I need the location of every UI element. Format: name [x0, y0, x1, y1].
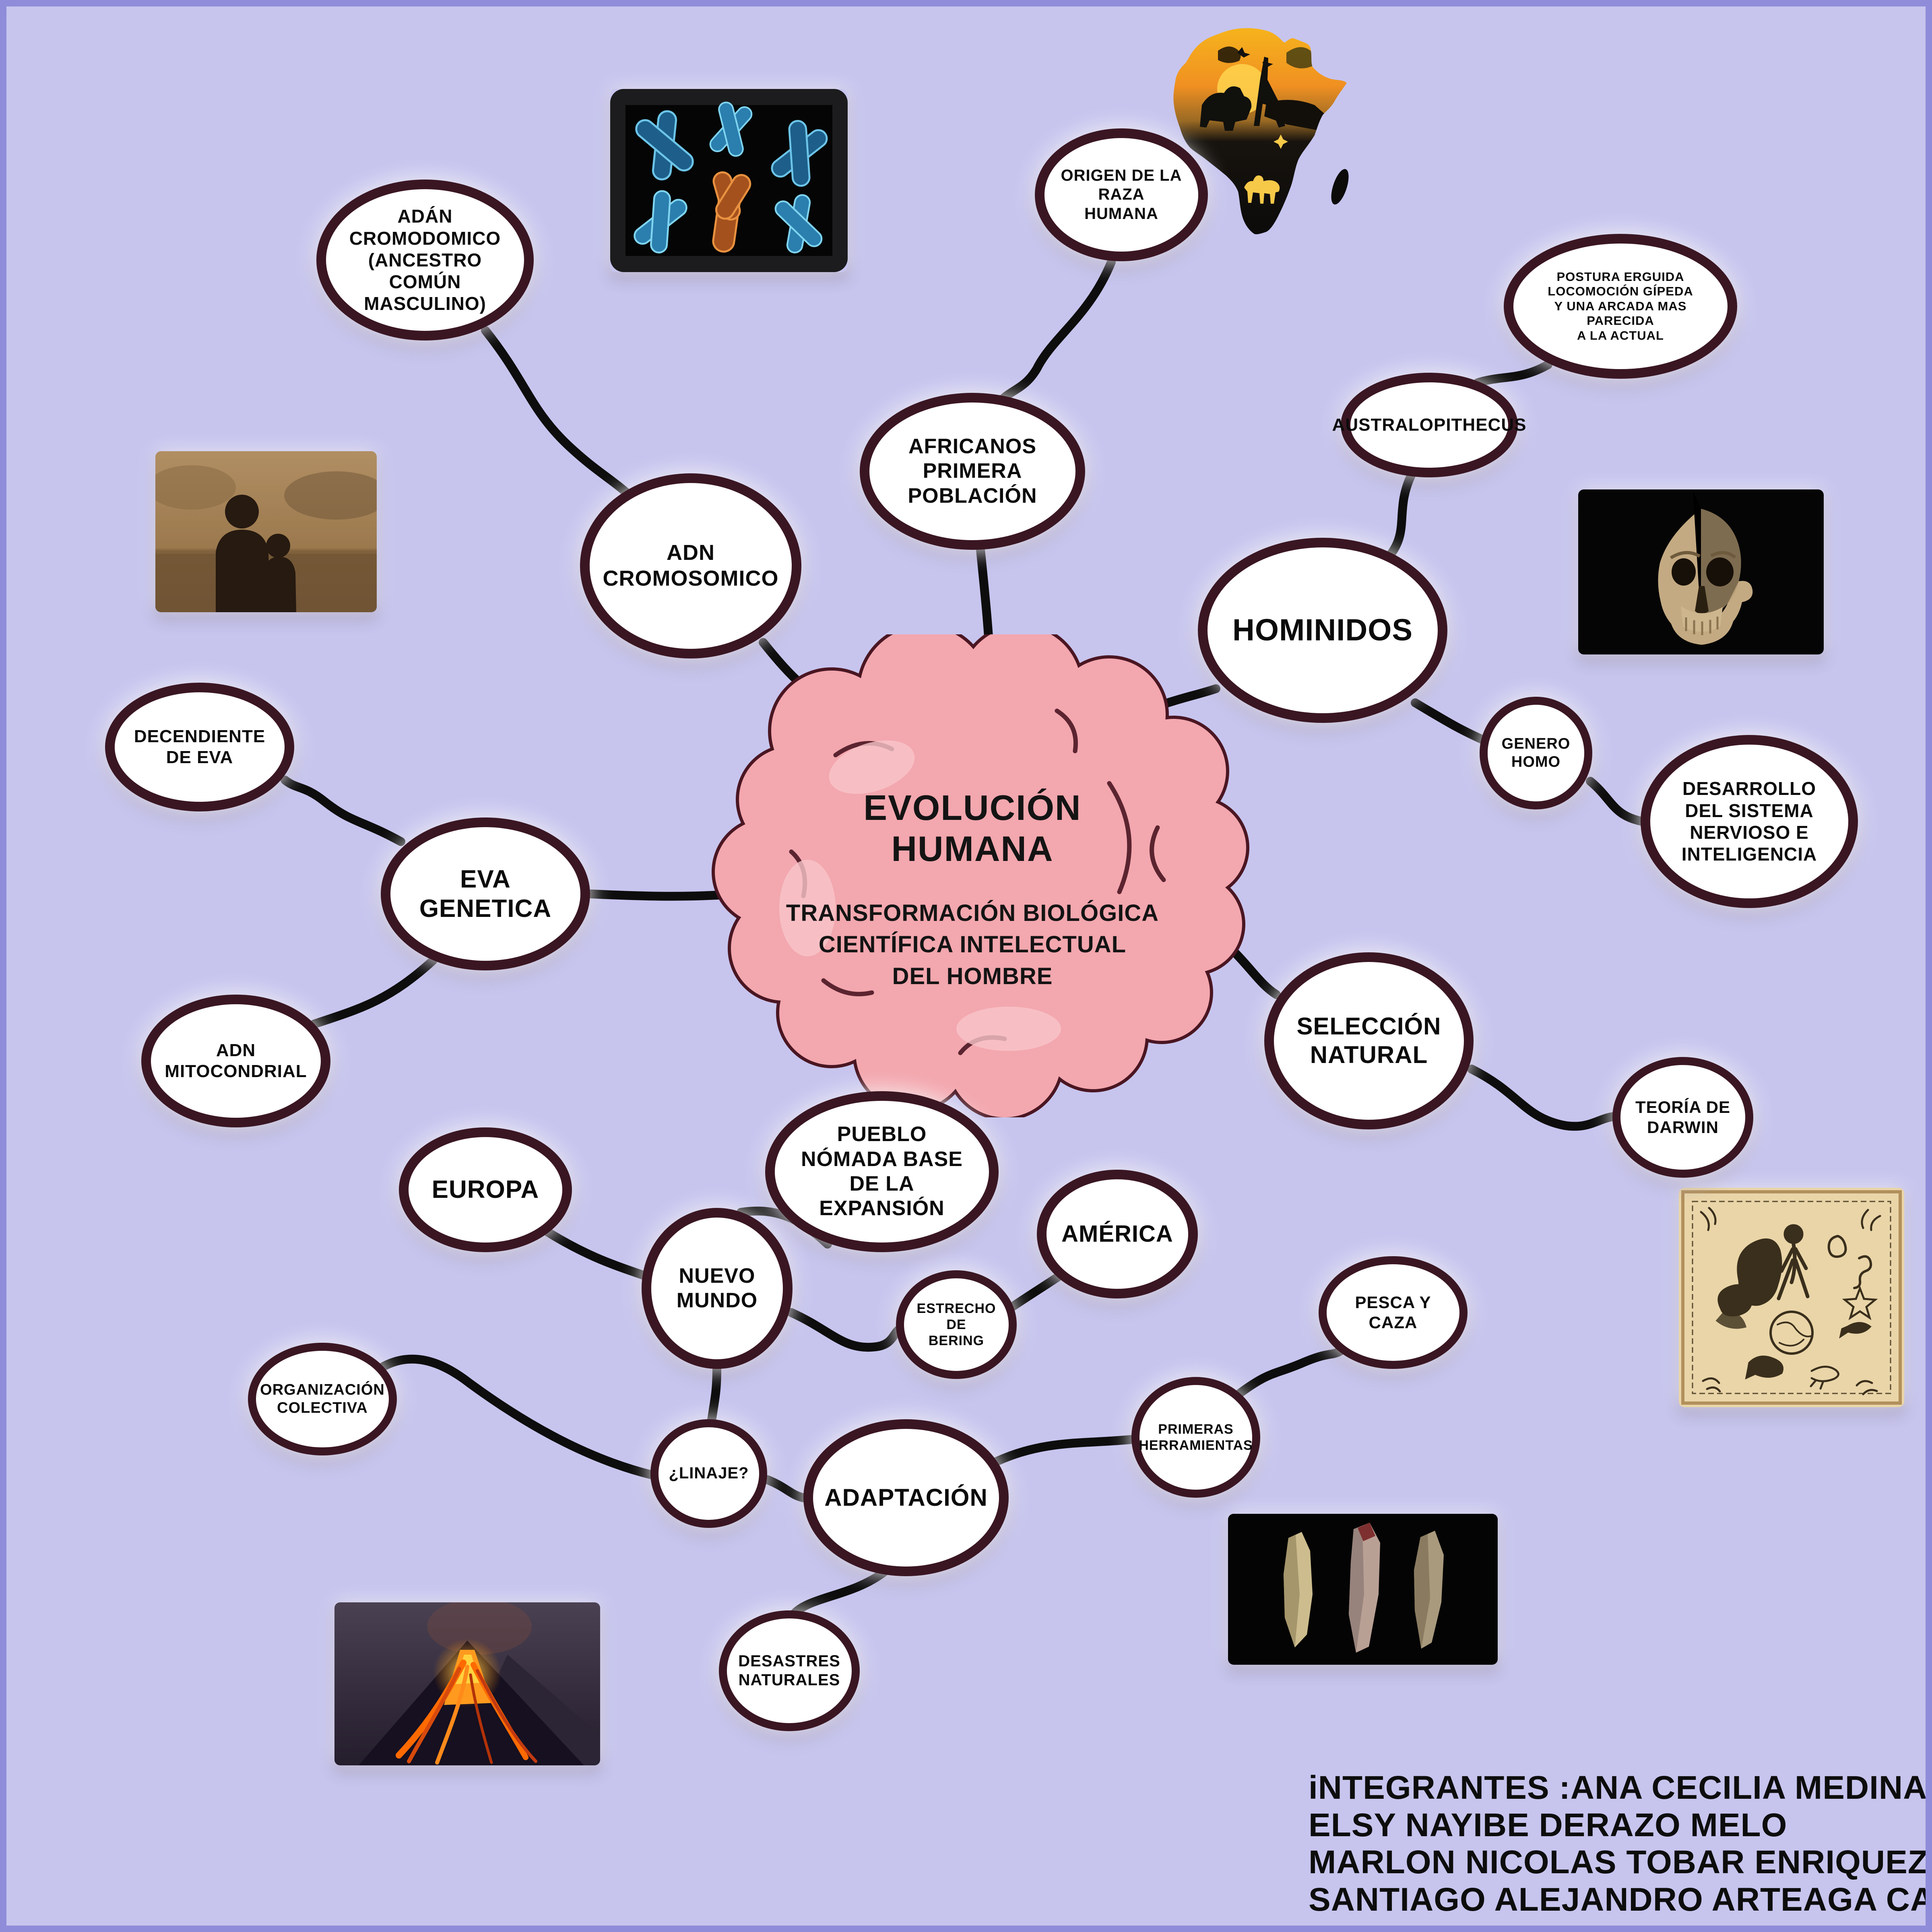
node-linaje[interactable]: ¿LINAJE?	[650, 1419, 767, 1528]
node-eva-genetica[interactable]: EVA GENETICA	[381, 817, 590, 970]
node-australopithecus[interactable]: AUSTRALOPITHECUS	[1332, 373, 1526, 477]
node-adan-cromodomico[interactable]: ADÁN CROMODOMICO(ANCESTRO COMÚN MASCULIN…	[316, 180, 534, 341]
central-topic[interactable]: EVOLUCIÓN HUMANA TRANSFORMACIÓN BIOLÓGIC…	[779, 787, 1166, 992]
node-decendiente-de-eva[interactable]: DECENDIENTE DE EVA	[105, 683, 294, 811]
evolution-sketches-image[interactable]	[1679, 1188, 1904, 1407]
node-adaptacion[interactable]: ADAPTACIÓN	[803, 1419, 1009, 1576]
connector-lines	[281, 258, 1647, 1618]
volcano-image[interactable]	[334, 1602, 600, 1765]
mother-child-photo[interactable]	[155, 451, 377, 612]
chromosomes-image[interactable]	[610, 89, 848, 272]
node-europa[interactable]: EUROPA	[399, 1127, 572, 1252]
hominid-skull-photo[interactable]	[1578, 489, 1824, 654]
stone-tools-image[interactable]	[1228, 1514, 1498, 1665]
node-hominidos[interactable]: HOMINIDOS	[1198, 538, 1447, 723]
credits-text: iNTEGRANTES :ANA CECILIA MEDINA LOPEZ EL…	[1309, 1769, 1928, 1918]
brain-illustration	[703, 623, 1250, 1121]
node-adn-mitocondrial[interactable]: ADN MITOCONDRIAL	[141, 995, 330, 1127]
node-genero-homo[interactable]: GENERO HOMO	[1480, 697, 1592, 809]
node-pesca-caza[interactable]: PESCA Y CAZA	[1319, 1256, 1468, 1369]
africa-map-image[interactable]	[1146, 14, 1355, 240]
node-america[interactable]: AMÉRICA	[1037, 1170, 1198, 1298]
central-topic-subtitle: TRANSFORMACIÓN BIOLÓGICA CIENTÍFICA INTE…	[786, 900, 1159, 989]
central-topic-title: EVOLUCIÓN HUMANA	[863, 788, 1082, 869]
node-adn-cromosomico[interactable]: ADN CROMOSOMICO	[580, 473, 801, 658]
